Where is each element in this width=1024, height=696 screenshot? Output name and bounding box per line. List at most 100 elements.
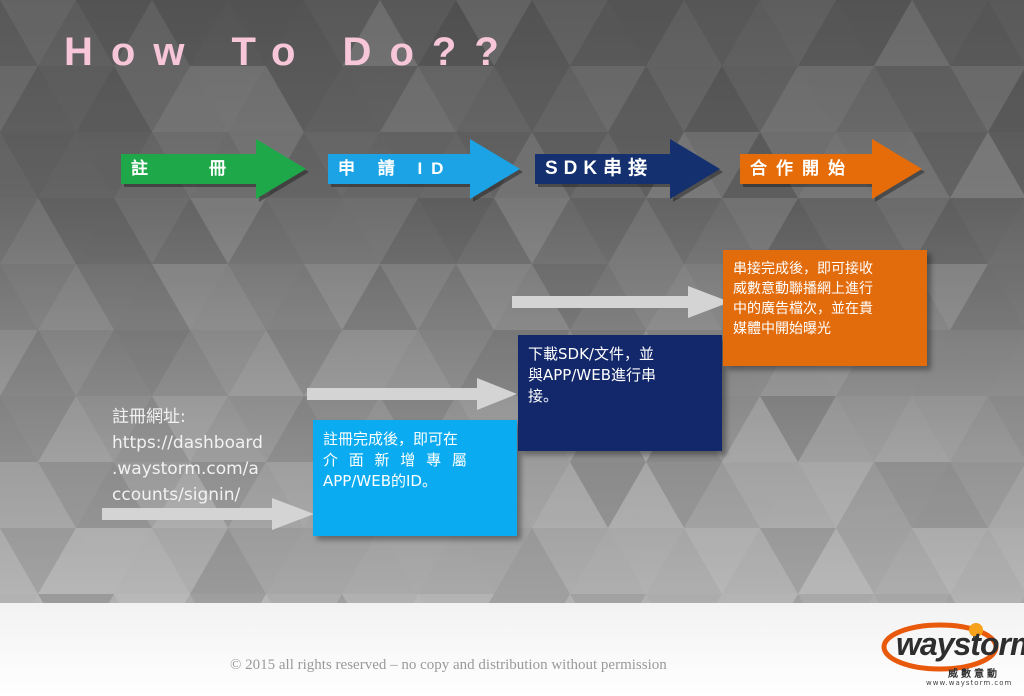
background-triangle	[0, 528, 76, 594]
register-url-line: ccounts/signin/	[112, 485, 241, 505]
step-apply-id-arrow: 申 請 ID	[328, 139, 528, 203]
gray-arrow-right-icon	[102, 498, 314, 530]
background-triangle	[874, 462, 950, 528]
background-triangle	[190, 0, 266, 66]
slide-canvas: How To Do?? 註 冊 申 請 ID SDK串接 合作開始	[0, 0, 1024, 603]
background-triangle	[912, 132, 988, 198]
background-triangle	[190, 528, 266, 594]
background-triangle	[190, 330, 266, 396]
background-triangle	[760, 198, 836, 264]
background-triangle	[494, 528, 570, 594]
background-triangle	[988, 132, 1024, 195]
background-triangle	[0, 396, 76, 462]
background-triangle	[0, 396, 38, 462]
background-triangle	[912, 264, 988, 330]
start-box-line: 威數意動聯播網上進行	[733, 281, 873, 297]
background-triangle	[380, 66, 456, 132]
background-triangle	[266, 528, 342, 594]
background-triangle	[570, 198, 646, 264]
background-triangle	[114, 330, 190, 396]
step-start-label: 合作開始	[750, 159, 854, 178]
background-triangle	[0, 198, 76, 264]
register-url-line: .waystorm.com/a	[112, 459, 259, 479]
background-triangle	[380, 198, 456, 264]
background-triangle	[912, 396, 988, 462]
register-url-line: 註冊網址:	[112, 407, 186, 427]
apply-box-line: 註冊完成後，即可在	[323, 430, 459, 448]
background-triangle	[950, 264, 1024, 330]
background-triangle	[0, 132, 76, 198]
logo-wordmark: waystorm	[896, 626, 1024, 662]
register-url-note: 註冊網址: https://dashboard .waystorm.com/a …	[112, 404, 263, 508]
background-triangle	[912, 198, 988, 264]
background-triangle	[988, 396, 1024, 459]
background-triangle	[798, 66, 874, 132]
apply-box-line: 介 面 新 增 專 屬	[323, 451, 470, 469]
background-triangle	[988, 69, 1024, 132]
start-description-box: 串接完成後，即可接收 威數意動聯播網上進行 中的廣告檔次，並在貴 媒體中開始曝光	[723, 250, 927, 366]
background-triangle	[114, 594, 190, 603]
background-triangle	[608, 0, 684, 66]
background-triangle	[760, 66, 836, 132]
background-triangle	[228, 330, 304, 396]
background-triangle	[988, 264, 1024, 327]
background-triangle	[76, 132, 152, 198]
background-triangle	[38, 132, 114, 198]
background-triangle	[760, 396, 836, 462]
sdk-description-box: 下載SDK/文件，並 與APP/WEB進行串 接。	[518, 335, 722, 451]
background-triangle	[38, 396, 114, 462]
arrow-right-icon	[535, 139, 723, 202]
background-triangle	[950, 66, 1024, 132]
background-triangle	[38, 198, 114, 264]
background-triangle	[912, 462, 988, 528]
background-triangle	[874, 594, 950, 603]
background-triangle	[646, 198, 722, 264]
step-sdk-arrow: SDK串接	[535, 139, 735, 203]
background-triangle	[494, 66, 570, 132]
background-triangle	[38, 528, 114, 594]
background-triangle	[342, 330, 418, 396]
background-triangle	[76, 528, 152, 594]
background-triangle	[608, 528, 684, 594]
background-triangle	[722, 594, 798, 603]
background-triangle	[836, 198, 912, 264]
apply-id-description-box: 註冊完成後，即可在 介 面 新 增 專 屬 APP/WEB的ID。	[313, 420, 517, 536]
background-triangle	[722, 528, 798, 594]
background-triangle	[684, 0, 760, 66]
logo-swoosh-icon	[881, 622, 999, 672]
background-triangle	[0, 66, 38, 132]
background-triangle	[950, 594, 1024, 603]
background-triangle	[304, 264, 380, 330]
background-triangle	[950, 462, 1024, 528]
background-triangle	[266, 66, 342, 132]
background-triangle	[152, 264, 228, 330]
background-triangle	[0, 0, 76, 66]
background-triangle	[456, 264, 532, 330]
background-triangle	[266, 594, 342, 603]
background-triangle	[874, 0, 950, 66]
background-triangle	[0, 330, 76, 396]
background-triangle	[266, 0, 342, 66]
background-triangle	[570, 66, 646, 132]
background-triangle	[152, 198, 228, 264]
background-triangle	[456, 330, 532, 396]
background-triangle	[798, 528, 874, 594]
background-triangle	[32, 594, 44, 603]
background-triangle	[798, 0, 874, 66]
background-triangle	[798, 462, 874, 528]
background-triangle	[114, 396, 190, 462]
background-triangle	[456, 0, 532, 66]
background-triangle	[228, 0, 304, 66]
background-triangle	[722, 198, 798, 264]
background-triangle	[380, 264, 456, 330]
logo-chinese-name: 威數意動	[948, 669, 1000, 680]
background-triangle	[38, 594, 114, 603]
background-triangle	[190, 66, 266, 132]
background-triangle	[950, 132, 1024, 198]
background-triangle	[342, 264, 418, 330]
background-triangle	[716, 594, 728, 603]
background-triangle	[418, 0, 494, 66]
background-triangle	[38, 462, 114, 528]
background-triangle	[76, 330, 152, 396]
background-triangle	[792, 594, 804, 603]
